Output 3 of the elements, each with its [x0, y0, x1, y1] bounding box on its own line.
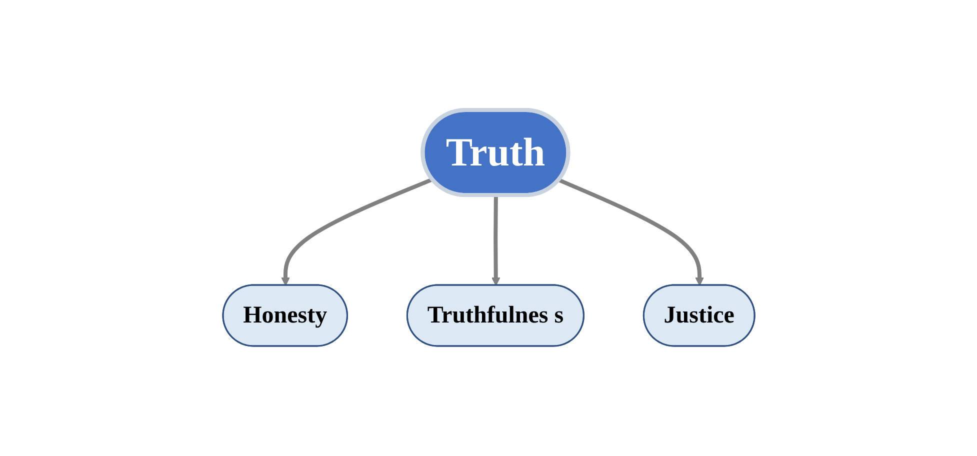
arrow: [491, 195, 500, 286]
arrow: [280, 178, 433, 286]
arrow: [558, 178, 704, 286]
